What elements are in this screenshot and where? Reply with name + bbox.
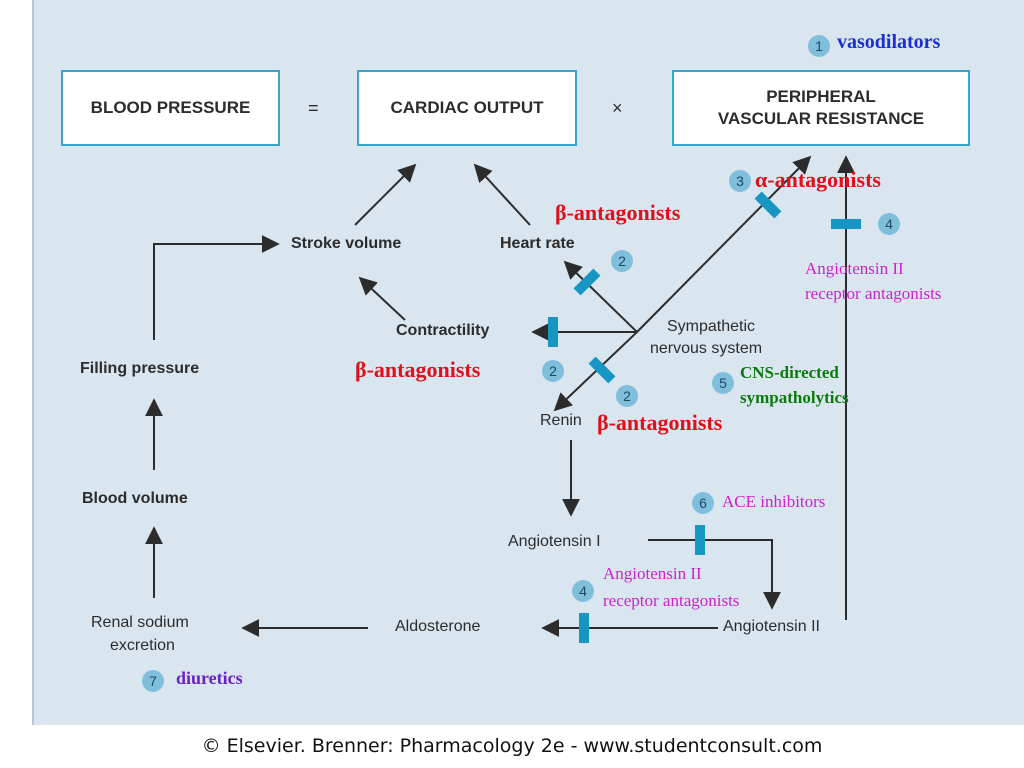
block-bar-contract	[548, 317, 558, 347]
filling-pressure-node: Filling pressure	[80, 360, 200, 377]
drug-number-6: 6	[692, 492, 714, 514]
beta-antagonists-contract-label: β-antagonists	[355, 357, 481, 382]
heart-rate-node: Heart rate	[500, 235, 575, 252]
drug-number-3: 3	[729, 170, 751, 192]
ace-inhibitors-label: ACE inhibitors	[722, 492, 826, 511]
arb-top-label-line2: receptor antagonists	[805, 284, 942, 303]
alpha-antagonists-label: α-antagonists	[755, 167, 881, 192]
angiotensin-1-node: Angiotensin I	[508, 533, 601, 550]
copyright-footer: © Elsevier. Brenner: Pharmacology 2e - w…	[201, 735, 823, 757]
renin-node: Renin	[540, 412, 582, 429]
block-bar-arb-top	[831, 219, 861, 229]
cns-label-line2: sympatholytics	[740, 388, 849, 407]
sympathetic-node-line2: nervous system	[650, 340, 763, 357]
stroke-volume-node: Stroke volume	[291, 235, 402, 252]
pvr-label-line1: PERIPHERAL	[766, 87, 876, 106]
beta-antagonists-renin-label: β-antagonists	[597, 410, 723, 435]
blood-pressure-label: BLOOD PRESSURE	[90, 98, 251, 117]
arrow-sns-to-pvr	[636, 155, 812, 333]
angiotensin-2-node: Angiotensin II	[723, 618, 820, 635]
block-bar-hr	[573, 268, 601, 296]
vasodilators-label: vasodilators	[837, 31, 941, 53]
sympathetic-node-line1: Sympathetic	[667, 318, 756, 335]
pvr-label-line2: VASCULAR RESISTANCE	[717, 109, 925, 128]
drug-number-4-top: 4	[878, 213, 900, 235]
arrow-sns-to-hr	[563, 260, 638, 333]
blood-volume-node: Blood volume	[82, 490, 188, 507]
drug-number-1: 1	[808, 35, 830, 57]
arrow-sv-to-co	[354, 163, 417, 226]
aldosterone-node: Aldosterone	[395, 618, 481, 635]
block-bar-alpha	[754, 191, 782, 219]
drug-number-7: 7	[142, 670, 164, 692]
drug-number-4-bottom: 4	[572, 580, 594, 602]
block-bar-arb-bottom	[579, 613, 589, 643]
equals-sign: =	[308, 98, 319, 118]
drug-number-5: 5	[712, 372, 734, 394]
pvr-box: PERIPHERAL VASCULAR RESISTANCE	[672, 70, 970, 146]
arb-bottom-label-line1: Angiotensin II	[603, 564, 702, 583]
arb-bottom-label-line2: receptor antagonists	[603, 591, 740, 610]
arrow-fp-to-sv	[153, 235, 280, 340]
renal-node-line1: Renal sodium	[91, 614, 189, 631]
blood-pressure-box: BLOOD PRESSURE	[61, 70, 280, 146]
renal-node-line2: excretion	[110, 637, 175, 654]
arrow-hr-to-co	[473, 163, 531, 226]
drug-number-2-contract: 2	[542, 360, 564, 382]
arrow-ang1-to-ang2	[648, 539, 781, 610]
beta-antagonists-hr-label: β-antagonists	[555, 200, 681, 225]
arb-top-label-line1: Angiotensin II	[805, 259, 904, 278]
cns-label-line1: CNS-directed	[740, 363, 839, 382]
times-sign: ×	[612, 98, 623, 118]
drug-number-2-hr: 2	[611, 250, 633, 272]
contractility-node: Contractility	[396, 322, 490, 339]
block-bar-renin	[588, 356, 616, 384]
diuretics-label: diuretics	[176, 668, 243, 688]
cardiac-output-box: CARDIAC OUTPUT	[357, 70, 577, 146]
block-bar-ace	[695, 525, 705, 555]
drug-number-2-renin: 2	[616, 385, 638, 407]
arrow-contract-to-sv	[358, 276, 406, 321]
cardiac-output-label: CARDIAC OUTPUT	[390, 98, 544, 117]
